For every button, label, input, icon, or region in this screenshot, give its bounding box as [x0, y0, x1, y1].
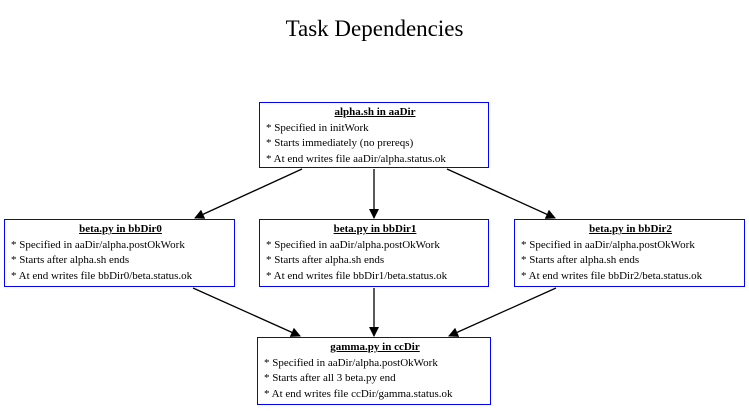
task-node-line: * Starts after all 3 beta.py end [264, 372, 396, 384]
task-node-gamma: gamma.py in ccDir * Specified in aaDir/a… [257, 337, 491, 405]
task-node-title: beta.py in bbDir1 [333, 223, 417, 235]
task-node-line: * Starts after alpha.sh ends [11, 254, 130, 266]
task-node-line: * At end writes file bbDir2/beta.status.… [521, 269, 703, 282]
task-node-line: * Specified in aaDir/alpha.postOkWork [11, 238, 185, 251]
task-node-line: * Specified in initWork [266, 121, 369, 134]
task-node-title: beta.py in bbDir2 [589, 223, 672, 235]
task-node-title: gamma.py in ccDir [330, 341, 420, 353]
task-node-alpha: alpha.sh in aaDir * Specified in initWor… [259, 102, 489, 168]
task-node-line: * Specified in aaDir/alpha.postOkWork [266, 238, 440, 251]
task-node-line: * Starts immediately (no prereqs) [266, 137, 414, 149]
task-node-title: beta.py in bbDir0 [79, 223, 162, 235]
task-node-beta2: beta.py in bbDir2 * Specified in aaDir/a… [514, 219, 745, 287]
task-node-line: * At end writes file bbDir1/beta.status.… [266, 269, 448, 282]
task-node-beta1: beta.py in bbDir1 * Specified in aaDir/a… [259, 219, 489, 287]
task-node-line: * Specified in aaDir/alpha.postOkWork [521, 238, 695, 251]
task-node-line: * Starts after alpha.sh ends [521, 254, 640, 266]
edge-alpha-beta0 [194, 168, 303, 219]
edge-beta2-gamma [448, 287, 557, 337]
task-node-line: * Starts after alpha.sh ends [266, 254, 385, 266]
edge-beta0-gamma [192, 287, 301, 337]
task-node-line: * At end writes file bbDir0/beta.status.… [11, 269, 193, 282]
task-node-title: alpha.sh in aaDir [334, 106, 416, 118]
diagram-title: Task Dependencies [285, 16, 464, 41]
task-node-line: * At end writes file aaDir/alpha.status.… [266, 152, 446, 165]
task-node-line: * At end writes file ccDir/gamma.status.… [264, 387, 453, 400]
task-node-line: * Specified in aaDir/alpha.postOkWork [264, 356, 438, 369]
task-node-beta0: beta.py in bbDir0 * Specified in aaDir/a… [4, 219, 235, 287]
edge-alpha-beta2 [446, 168, 556, 219]
